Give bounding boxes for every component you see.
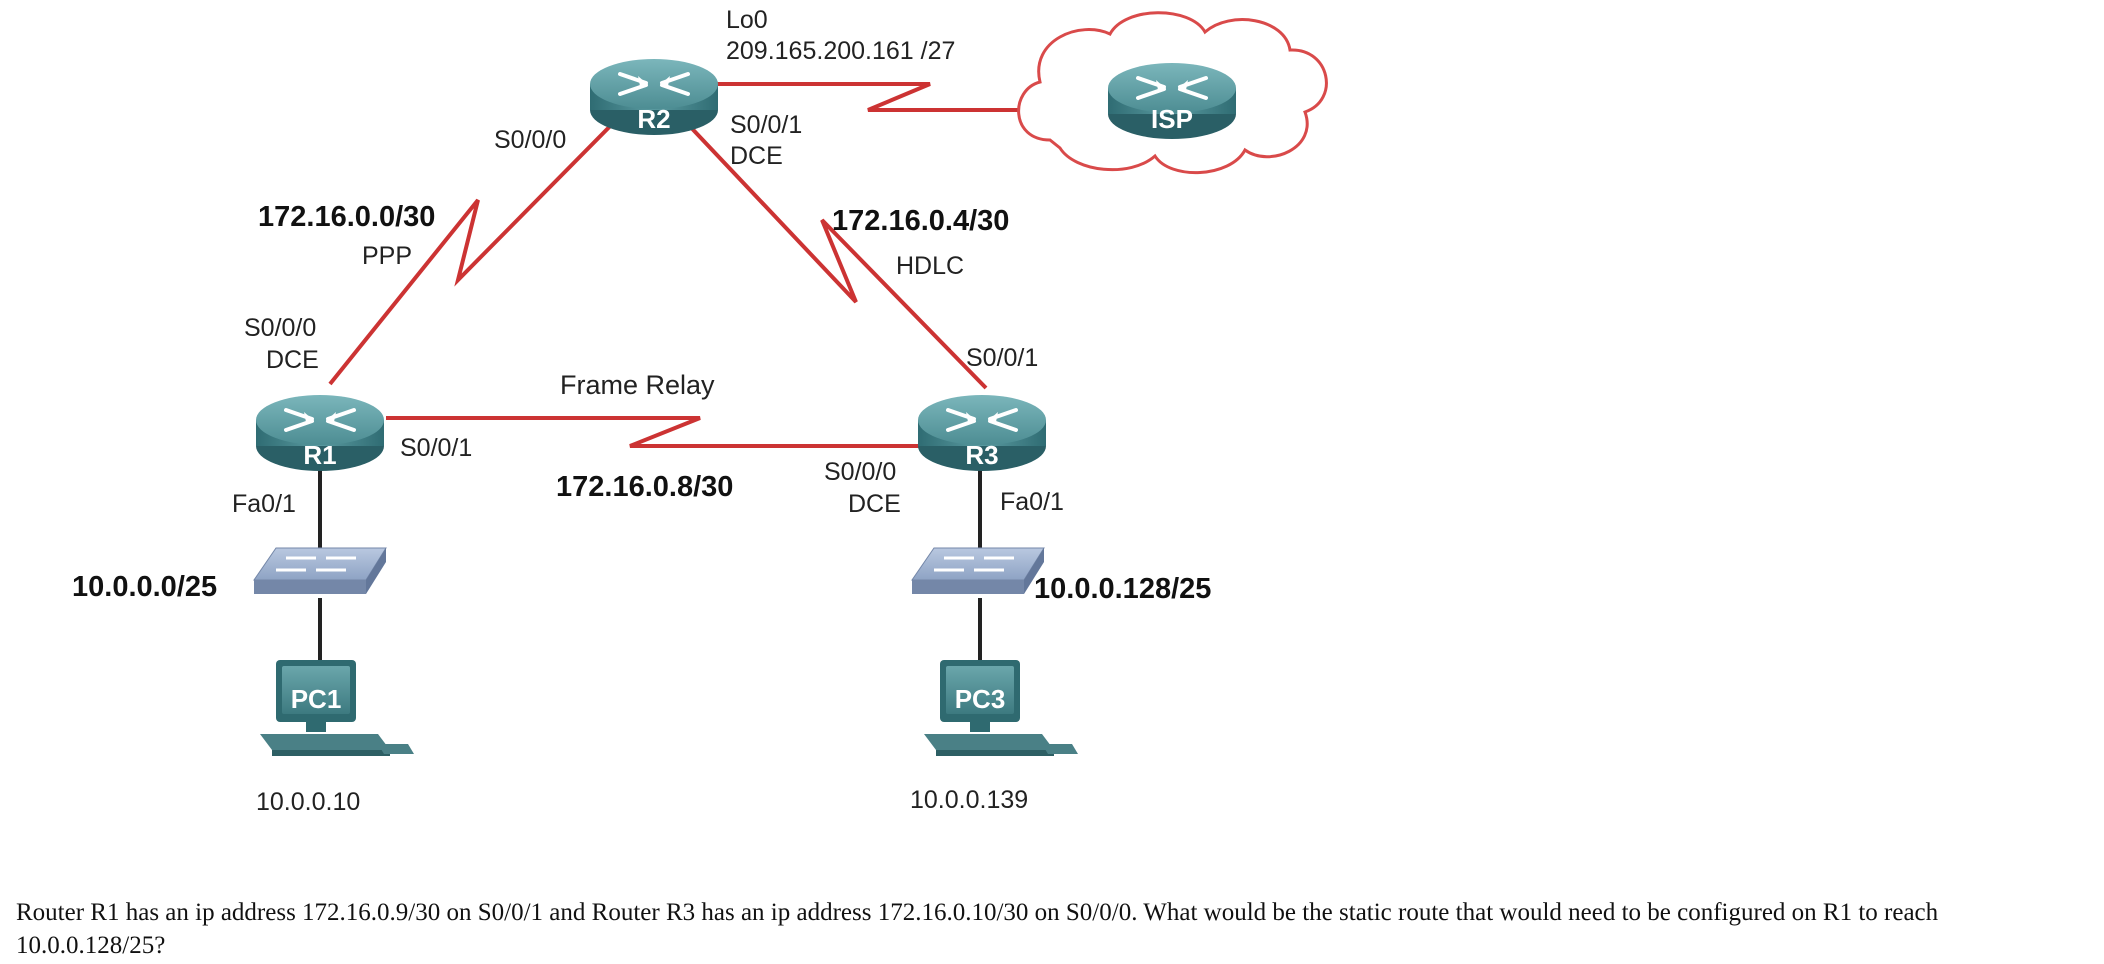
link-r2-r3-network-label: 172.16.0.4/30 <box>832 205 1009 237</box>
r1-s000-dce-label: DCE <box>266 346 319 374</box>
r1-s000-label: S0/0/0 <box>244 314 316 342</box>
link-r1-r3-network-label: 172.16.0.8/30 <box>556 471 733 503</box>
router-isp[interactable]: ISP <box>1106 61 1238 141</box>
r1-fa01-label: Fa0/1 <box>232 490 296 518</box>
r2-lo0-label: Lo0 <box>726 6 768 34</box>
r3-lan-network-label: 10.0.0.128/25 <box>1034 573 1211 605</box>
r2-s001-label: S0/0/1 <box>730 111 802 139</box>
router-r1[interactable]: R1 <box>254 393 386 473</box>
link-r1-r3-frame-relay <box>386 416 926 448</box>
link-r2-r3-protocol-label: HDLC <box>896 252 964 280</box>
r3-s001-label: S0/0/1 <box>966 344 1038 372</box>
switch-r3-lan[interactable] <box>910 546 1046 596</box>
r1-s001-label: S0/0/1 <box>400 434 472 462</box>
pc1-label: PC1 <box>291 684 342 714</box>
router-r3-label: R3 <box>965 440 998 470</box>
link-r1-r2-network-label: 172.16.0.0/30 <box>258 201 435 233</box>
link-r1-r3-protocol-label: Frame Relay <box>560 370 715 400</box>
link-r2-r3-hdlc <box>680 116 988 390</box>
link-r2-isp <box>716 82 1108 112</box>
question-text: Router R1 has an ip address 172.16.0.9/3… <box>16 899 1939 959</box>
pc3-label: PC3 <box>955 684 1006 714</box>
router-r2-label: R2 <box>637 104 670 134</box>
r3-s000-label: S0/0/0 <box>824 458 896 486</box>
router-isp-label: ISP <box>1151 104 1193 134</box>
r2-s000-label: S0/0/0 <box>494 126 566 154</box>
pc3[interactable]: PC3 <box>924 660 1078 756</box>
switch-r1-lan[interactable] <box>252 546 388 596</box>
link-r1-r2-protocol-label: PPP <box>362 242 412 270</box>
router-r3[interactable]: R3 <box>916 393 1048 473</box>
link-r1-r2-ppp <box>328 100 636 386</box>
r3-fa01-label: Fa0/1 <box>1000 488 1064 516</box>
router-r1-label: R1 <box>303 440 336 470</box>
router-r2[interactable]: R2 <box>588 57 720 137</box>
r2-s001-dce-label: DCE <box>730 142 783 170</box>
pc1-ip-label: 10.0.0.10 <box>256 788 360 816</box>
pc3-ip-label: 10.0.0.139 <box>910 786 1028 814</box>
r3-s000-dce-label: DCE <box>848 490 901 518</box>
r2-lo0-ip-label: 209.165.200.161 /27 <box>726 37 955 65</box>
pc1[interactable]: PC1 <box>260 660 414 756</box>
r1-lan-network-label: 10.0.0.0/25 <box>72 571 217 603</box>
